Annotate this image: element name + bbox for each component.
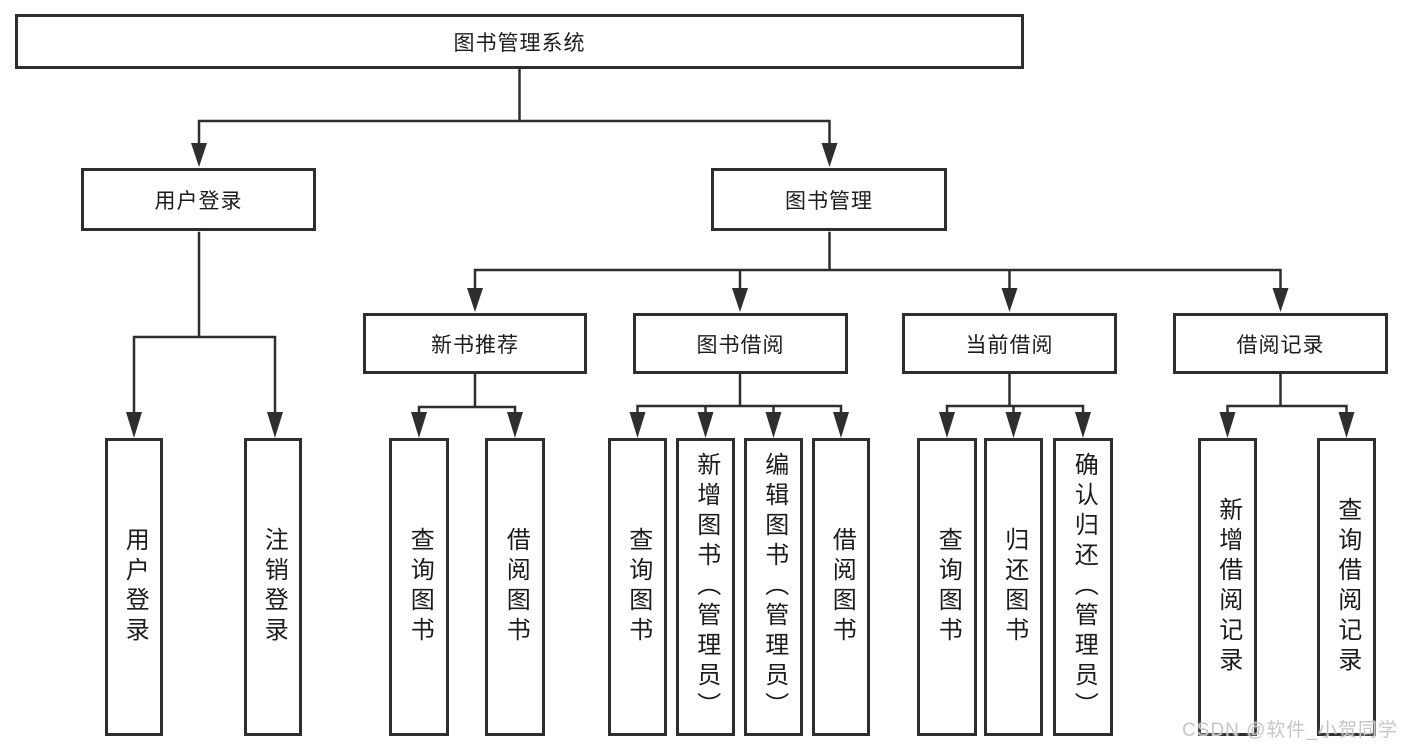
connector-paths (132, 67, 1348, 417)
node-new-book-recommendation: 新书推荐 (363, 313, 587, 374)
leaf-label: 新增图书（管理员） (692, 452, 720, 722)
leaf-query-books-current: 查询图书 (917, 438, 977, 736)
node-current-borrowing: 当前借阅 (902, 313, 1117, 374)
leaf-add-books-admin: 新增图书（管理员） (676, 438, 735, 736)
leaf-label: 用户登录 (121, 527, 149, 647)
node-label: 图书管理系统 (453, 31, 586, 55)
leaf-label: 查询图书 (934, 527, 962, 647)
node-label: 当前借阅 (965, 333, 1054, 357)
leaf-label: 借阅图书 (828, 527, 856, 647)
leaf-label: 归还图书 (1000, 527, 1028, 647)
leaf-user-login: 用户登录 (105, 438, 163, 736)
node-book-management: 图书管理 (711, 168, 947, 231)
leaf-query-borrow-record: 查询借阅记录 (1317, 438, 1376, 736)
node-label: 图书借阅 (696, 333, 785, 357)
leaf-borrow-books: 借阅图书 (812, 438, 870, 736)
leaf-confirm-return-admin: 确认归还（管理员） (1053, 438, 1113, 736)
leaf-query-books-recommend: 查询图书 (389, 438, 449, 736)
leaf-label: 查询借阅记录 (1333, 497, 1361, 677)
leaf-logout: 注销登录 (244, 438, 302, 736)
leaf-label: 编辑图书（管理员） (760, 452, 788, 722)
node-book-borrowing: 图书借阅 (633, 313, 848, 374)
leaf-edit-books-admin: 编辑图书（管理员） (744, 438, 803, 736)
node-library-management-system: 图书管理系统 (15, 14, 1024, 69)
leaf-label: 查询图书 (624, 527, 652, 647)
leaf-borrow-books-recommend: 借阅图书 (485, 438, 545, 736)
arrowheads (126, 143, 1355, 438)
leaf-label: 新增借阅记录 (1214, 497, 1242, 677)
node-label: 新书推荐 (431, 333, 519, 357)
csdn-watermark: CSDN @软件_小贺同学 (1182, 720, 1398, 741)
leaf-label: 确认归还（管理员） (1070, 452, 1098, 722)
node-label: 借阅记录 (1236, 333, 1325, 357)
node-user-login: 用户登录 (81, 168, 316, 231)
leaf-add-borrow-record: 新增借阅记录 (1198, 438, 1257, 736)
leaf-return-books: 归还图书 (984, 438, 1043, 736)
leaf-query-books-borrow: 查询图书 (608, 438, 667, 736)
node-label: 用户登录 (154, 189, 243, 213)
leaf-label: 借阅图书 (502, 527, 530, 647)
node-borrowing-records: 借阅记录 (1173, 313, 1388, 374)
leaf-label: 查询图书 (406, 527, 434, 647)
node-label: 图书管理 (785, 189, 873, 213)
leaf-label: 注销登录 (260, 527, 288, 647)
